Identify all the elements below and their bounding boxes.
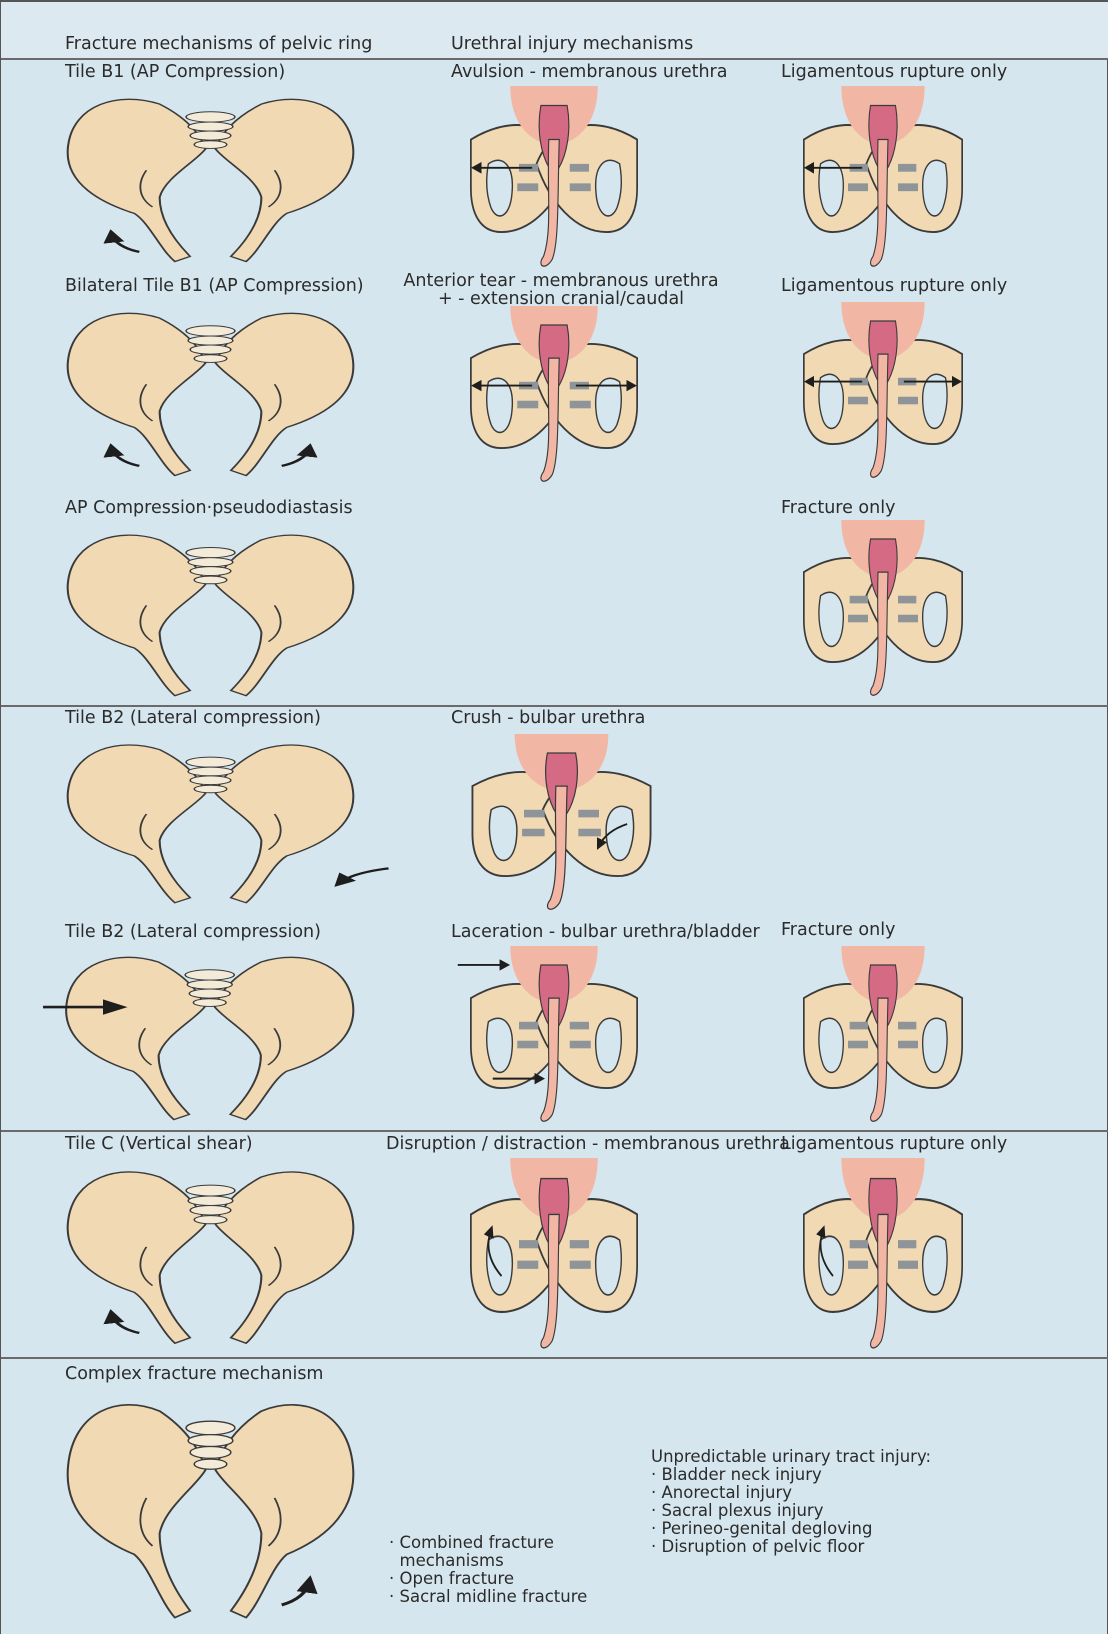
urethra-illustration (783, 520, 983, 700)
section-divider (1, 705, 1108, 707)
complex-notes-list: · Combined fracture mechanisms · Open fr… (389, 1534, 587, 1606)
pelvis-illustration (63, 88, 358, 268)
row5-urethral-label: Laceration - bulbar urethra/bladder (451, 922, 760, 942)
arrow-icon (282, 1582, 309, 1605)
complex-note: mechanisms (389, 1552, 587, 1570)
row6-fracture-label: Tile C (Vertical shear) (65, 1134, 253, 1154)
row3-fracture-label: AP Compression·pseudodiastasis (65, 498, 353, 518)
arrow-icon (282, 449, 309, 466)
complex-note: · Open fracture (389, 1570, 587, 1588)
row6-urethral-label: Disruption / distraction - membranous ur… (386, 1134, 790, 1154)
urethra-illustration (449, 306, 659, 486)
row1-fracture-label: Tile B1 (AP Compression) (65, 62, 285, 82)
arrow-icon (112, 449, 139, 466)
pelvis-illustration (63, 302, 358, 482)
urethra-illustration (449, 946, 659, 1126)
urethra-illustration (783, 86, 983, 271)
urethra-illustration (449, 1158, 659, 1353)
row2-urethral-label: Anterior tear - membranous urethra (396, 272, 726, 290)
unpredictable-item: · Disruption of pelvic floor (651, 1538, 931, 1556)
unpredictable-injury-list: Unpredictable urinary tract injury: · Bl… (651, 1448, 931, 1556)
row4-urethral-label: Crush - bulbar urethra (451, 708, 645, 728)
row4-fracture-label: Tile B2 (Lateral compression) (65, 708, 321, 728)
row7-fracture-label: Complex fracture mechanism (65, 1364, 323, 1384)
section-divider (1, 1130, 1108, 1132)
complex-note: · Combined fracture (389, 1534, 587, 1552)
pelvis-illustration (63, 524, 358, 702)
unpredictable-item: · Sacral plexus injury (651, 1502, 931, 1520)
complex-note: · Sacral midline fracture (389, 1588, 587, 1606)
row2-fracture-label: Bilateral Tile B1 (AP Compression) (65, 276, 364, 296)
pelvis-illustration (63, 1160, 358, 1350)
unpredictable-title: Unpredictable urinary tract injury: (651, 1448, 931, 1466)
row5-fracture-label: Tile B2 (Lateral compression) (65, 922, 321, 942)
unpredictable-item: · Perineo-genital degloving (651, 1520, 931, 1538)
row1-urethral-label: Avulsion - membranous urethra (451, 62, 727, 82)
row6-outcome-label: Ligamentous rupture only (781, 1134, 1007, 1154)
urethra-illustration (449, 734, 674, 914)
pelvis-illustration (41, 946, 358, 1126)
arrow-icon (112, 1315, 139, 1333)
section-divider (1, 1357, 1108, 1359)
pelvis-illustration (63, 734, 358, 909)
unpredictable-item: · Bladder neck injury (651, 1466, 931, 1484)
pelvis-illustration (63, 1390, 358, 1626)
arrow-icon (112, 235, 139, 252)
urethra-illustration (783, 1158, 983, 1353)
urethra-illustration (783, 946, 983, 1126)
header-fracture-mechanisms: Fracture mechanisms of pelvic ring (65, 34, 372, 54)
row2-outcome-label: Ligamentous rupture only (781, 276, 1007, 296)
row1-outcome-label: Ligamentous rupture only (781, 62, 1007, 82)
row5-outcome-label: Fracture only (781, 920, 895, 940)
header-urethral-mechanisms: Urethral injury mechanisms (451, 34, 693, 54)
row3-outcome-label: Fracture only (781, 498, 895, 518)
arrow-icon (340, 868, 389, 882)
urethra-illustration (449, 86, 659, 271)
unpredictable-item: · Anorectal injury (651, 1484, 931, 1502)
urethra-illustration (783, 302, 983, 482)
